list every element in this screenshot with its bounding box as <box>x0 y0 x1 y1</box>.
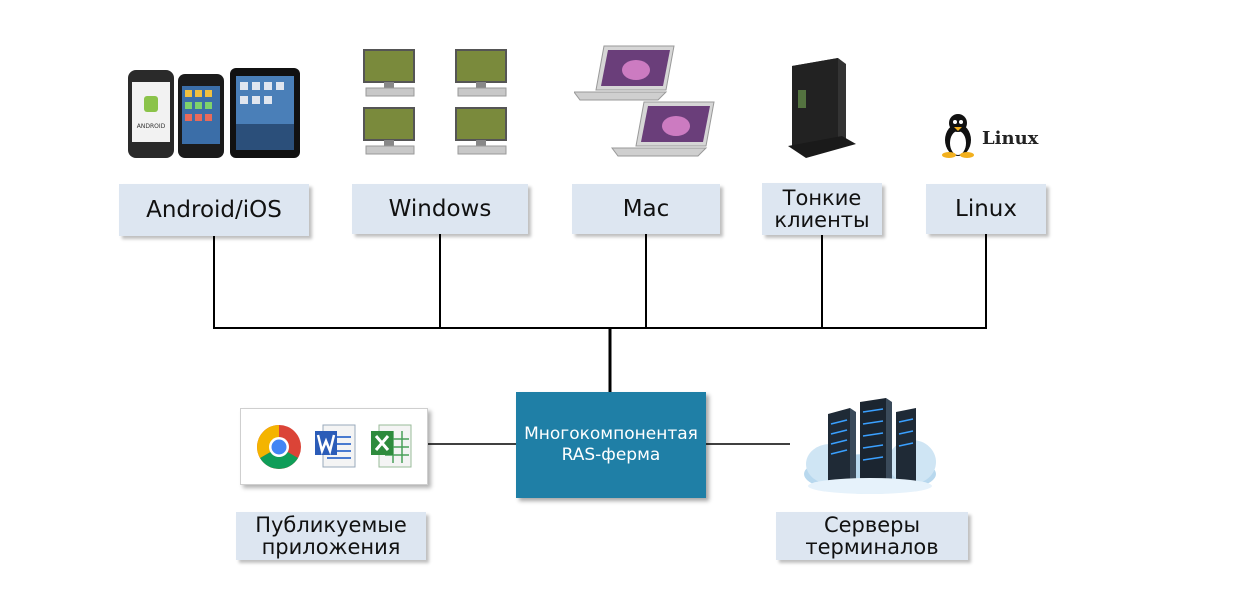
client-label-windows: Windows <box>352 184 528 234</box>
published-apps-label: Публикуемые приложения <box>236 512 426 560</box>
published-apps-box <box>240 408 428 485</box>
thin-client-icon <box>788 58 856 158</box>
chrome-icon <box>257 425 301 469</box>
client-label-thin-clients: Тонкие клиенты <box>762 183 882 235</box>
mobile-devices-icon: ANDROID <box>128 68 300 158</box>
svg-text:ANDROID: ANDROID <box>137 123 166 130</box>
word-icon <box>315 424 356 468</box>
windows-pcs-icon <box>363 49 507 155</box>
client-label-mac: Mac <box>572 184 720 234</box>
client-label-linux: Linux <box>926 184 1046 234</box>
server-cloud-icon <box>804 398 936 494</box>
terminal-servers-label: Серверы терминалов <box>776 512 968 560</box>
ras-farm-hub: Многокомпонентая RAS-ферма <box>516 392 706 498</box>
tux-icon <box>942 114 974 158</box>
mac-laptops-icon <box>574 45 715 157</box>
client-label-android-ios: Android/iOS <box>119 184 309 236</box>
excel-icon <box>371 424 412 468</box>
linux-logo-text: Linux <box>982 128 1039 149</box>
